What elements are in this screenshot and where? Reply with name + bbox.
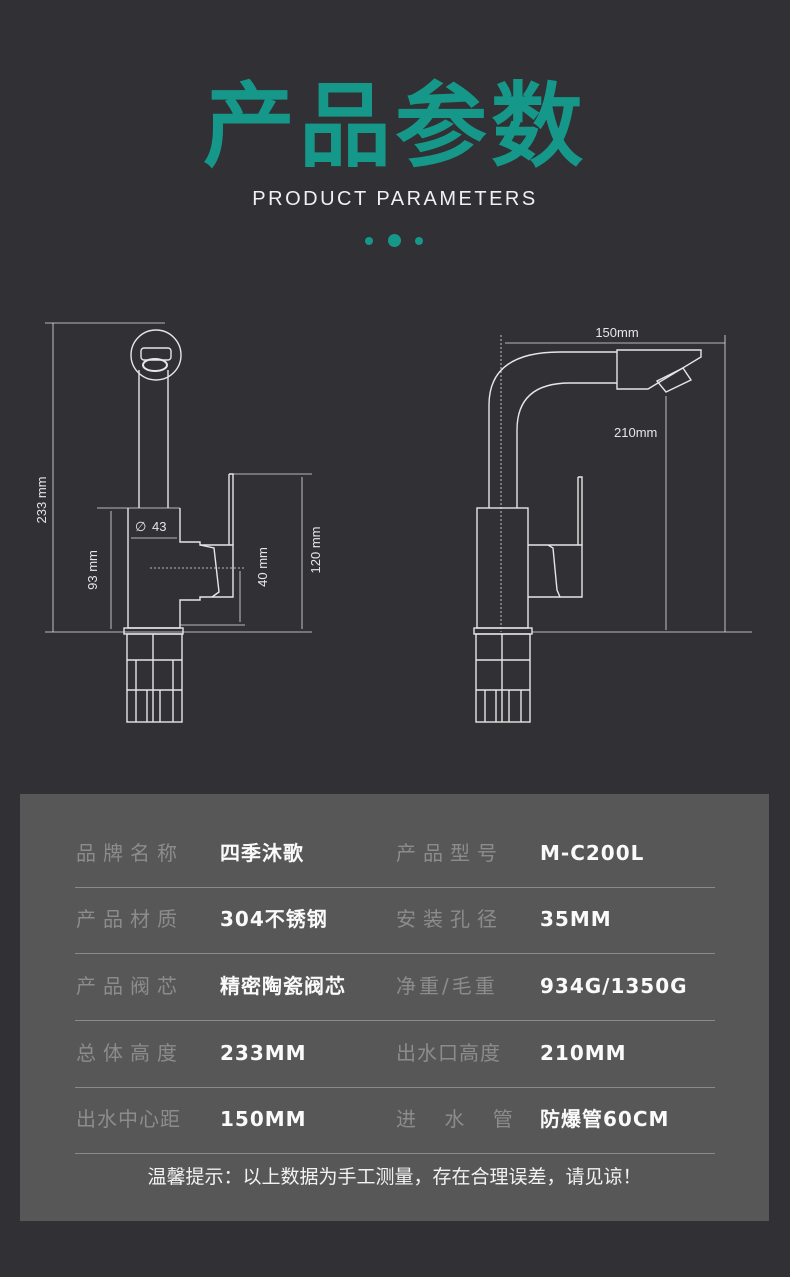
row-divider — [75, 1020, 715, 1021]
spec-label: 出水中心距 — [76, 1107, 181, 1131]
decor-dot — [388, 234, 401, 247]
spec-value: 四季沐歌 — [220, 841, 304, 865]
spec-label: 进 水 管 — [396, 1107, 519, 1131]
spec-label: 净重/毛重 — [396, 974, 498, 998]
measurement-note: 温馨提示：以上数据为手工测量，存在合理误差，请见谅！ — [147, 1166, 642, 1188]
spec-label: 产品材质 — [76, 907, 184, 931]
spec-row: 总体高度 233MM 出水口高度 210MM — [20, 1020, 769, 1086]
dim-outlet-height: 210mm — [614, 425, 657, 440]
row-divider — [75, 1153, 715, 1154]
spec-value: 210MM — [540, 1041, 627, 1065]
page-title: 产品参数 — [202, 73, 587, 180]
dim-reach: 150mm — [595, 325, 638, 340]
spec-row: 品牌名称 四季沐歌 产品型号 M-C200L — [20, 820, 769, 886]
spec-value: 150MM — [220, 1107, 307, 1131]
dim-handle-height: 120 mm — [308, 527, 323, 574]
spec-table: 品牌名称 四季沐歌 产品型号 M-C200L 产品材质 304不锈钢 安装孔径 … — [20, 794, 769, 1221]
dim-handle-offset: 40 mm — [255, 547, 270, 587]
spec-value: 防爆管60CM — [540, 1107, 670, 1131]
dim-body-height: 93 mm — [85, 550, 100, 590]
dim-diameter: 43 — [152, 519, 166, 534]
faucet-dimension-diagram: 233 mm 93 mm 43 ∅ 40 mm 120 mm 150mm 210… — [34, 322, 752, 723]
decor-dot — [365, 237, 373, 245]
spec-label: 产品阀芯 — [76, 974, 184, 998]
decor-dot — [415, 237, 423, 245]
spec-value: 35MM — [540, 907, 612, 931]
row-divider — [75, 1087, 715, 1088]
spec-label: 安装孔径 — [396, 907, 504, 931]
spec-label: 总体高度 — [76, 1041, 184, 1065]
spec-value: 304不锈钢 — [220, 907, 328, 931]
dim-total-height: 233 mm — [34, 477, 49, 524]
spec-row: 出水中心距 150MM 进 水 管 防爆管60CM — [20, 1086, 769, 1152]
spec-row: 产品材质 304不锈钢 安装孔径 35MM — [20, 886, 769, 952]
spec-label: 品牌名称 — [76, 841, 184, 865]
spec-value: 精密陶瓷阀芯 — [220, 974, 346, 998]
row-divider — [75, 887, 715, 888]
diameter-symbol: ∅ — [135, 519, 146, 534]
spec-value: 233MM — [220, 1041, 307, 1065]
page-subtitle: PRODUCT PARAMETERS — [252, 188, 538, 210]
spec-value: 934G/1350G — [540, 974, 688, 998]
spec-label: 出水口高度 — [396, 1041, 501, 1065]
spec-value: M-C200L — [540, 841, 645, 865]
row-divider — [75, 953, 715, 954]
spec-row: 产品阀芯 精密陶瓷阀芯 净重/毛重 934G/1350G — [20, 953, 769, 1019]
spec-label: 产品型号 — [396, 841, 504, 865]
front-view-drawing — [45, 322, 312, 723]
side-view-drawing — [473, 335, 752, 723]
